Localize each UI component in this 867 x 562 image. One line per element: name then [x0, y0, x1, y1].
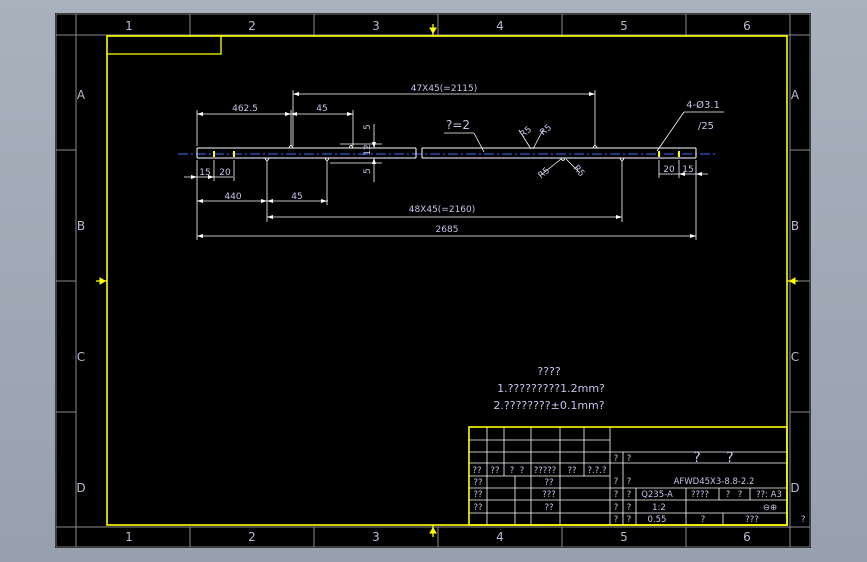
dim-height-lower: 5: [363, 168, 373, 174]
tb-col-5: ?????: [534, 466, 557, 476]
part-profile[interactable]: [178, 145, 718, 161]
notes-line-1: 1.?????????1.2mm?: [497, 382, 605, 395]
dim-right-15: 15: [682, 165, 693, 175]
dim-bottom-span: 48X45(=2160): [409, 205, 476, 215]
tb-weight: 0.55: [648, 515, 667, 525]
tb-col-4: ?: [520, 466, 525, 476]
tb-mat-b: ????: [691, 490, 709, 500]
tb-mat-e: ??: A3: [756, 490, 782, 500]
zone-col-1-top: 1: [125, 19, 133, 33]
corner-mark: ?: [801, 515, 806, 525]
tb-r2-a: ??: [473, 478, 482, 488]
tb-projection-icon: ⊖⊕: [763, 503, 777, 513]
dim-bottom-440: 440: [224, 192, 241, 202]
zone-row-c-left: C: [77, 350, 85, 364]
zone-grid: [56, 14, 810, 547]
dim-left-20: 20: [219, 168, 231, 178]
tb-q3: ?: [614, 477, 619, 487]
dim-top-span: 47X45(=2115): [411, 84, 478, 94]
tb-col-1: ??: [472, 466, 481, 476]
zone-col-6-top: 6: [743, 19, 751, 33]
zone-col-3-bottom: 3: [372, 530, 380, 544]
centering-marks: [96, 24, 798, 537]
zone-col-4-top: 4: [496, 19, 504, 33]
dim-holes: 4-Ø3.1: [686, 99, 720, 111]
tb-r4-b: ??: [544, 503, 553, 513]
tb-q6: ?: [627, 490, 632, 500]
tb-mat-c: ?: [726, 490, 731, 500]
tb-part-no: AFWD45X3-8.8-2.2: [674, 477, 755, 487]
tb-col-6: ??: [567, 466, 576, 476]
tb-q10: ?: [627, 515, 632, 525]
dimension-lines: [184, 90, 724, 240]
notes-line-2: 2.????????±0.1mm?: [493, 399, 604, 412]
hole-marks: [213, 151, 680, 157]
tb-r2-b: ??: [544, 478, 553, 488]
tb-q9: ?: [614, 515, 619, 525]
technical-notes: ???? 1.?????????1.2mm? 2.????????±0.1mm?: [493, 365, 605, 412]
tb-col-7: ?.?.?: [588, 466, 607, 476]
tb-title-2: ?: [726, 450, 733, 466]
tb-q2: ?: [627, 454, 632, 464]
tb-q7: ?: [614, 503, 619, 513]
title-block-grid: [469, 427, 787, 525]
tb-col-3: ?: [510, 466, 515, 476]
zone-col-5-bottom: 5: [620, 530, 628, 544]
tb-weight-c: ???: [745, 515, 759, 525]
zone-row-a-right: A: [791, 88, 800, 102]
zone-col-4-bottom: 4: [496, 530, 504, 544]
zone-row-d-left: D: [76, 481, 85, 495]
tb-material: Q235-A: [641, 490, 673, 500]
part-outline: [196, 145, 697, 161]
dimension-arrows: [191, 92, 702, 238]
tb-scale: 1:2: [652, 503, 666, 513]
zone-row-d-right: D: [790, 481, 799, 495]
dim-right-20: 20: [663, 165, 675, 175]
zone-col-2-bottom: 2: [248, 530, 256, 544]
zone-col-6-bottom: 6: [743, 530, 751, 544]
zone-row-a-left: A: [77, 88, 86, 102]
zone-col-5-top: 5: [620, 19, 628, 33]
dim-gap-label: ?=2: [446, 118, 470, 132]
tb-title-1: ?: [693, 450, 700, 466]
zone-col-1-bottom: 1: [125, 530, 133, 544]
tb-q1: ?: [614, 454, 619, 464]
tb-col-2: ??: [490, 466, 499, 476]
tb-r3-b: ???: [542, 490, 556, 500]
dim-overall: 2685: [436, 225, 459, 235]
zone-row-b-right: B: [791, 219, 799, 233]
zone-row-b-left: B: [77, 219, 85, 233]
tb-weight-b: ?: [701, 515, 706, 525]
tb-q5: ?: [614, 490, 619, 500]
sheet-background: [55, 13, 811, 548]
dim-left-span: 462.5: [232, 104, 258, 114]
drawing-number-box: [107, 36, 222, 55]
dim-holes-sub: /25: [698, 121, 714, 132]
tb-r3-a: ??: [473, 490, 482, 500]
zone-col-3-top: 3: [372, 19, 380, 33]
tb-r4-a: ??: [473, 503, 482, 513]
notes-title: ????: [537, 365, 561, 378]
tb-q8: ?: [627, 503, 632, 513]
dim-left-15: 15: [199, 168, 210, 178]
zone-row-c-right: C: [791, 350, 799, 364]
title-block[interactable]: ?? ?? ? ? ????? ?? ?.?.? ?? ?? ?? ??? ??…: [468, 426, 788, 526]
dim-bottom-pitch: 45: [291, 192, 302, 202]
dim-height-total: 12: [363, 144, 373, 155]
dim-height-upper: 5: [363, 124, 373, 130]
tb-q4: ?: [627, 477, 632, 487]
zone-col-2-top: 2: [248, 19, 256, 33]
tb-mat-d: ?: [738, 490, 743, 500]
dim-top-pitch: 45: [316, 104, 327, 114]
